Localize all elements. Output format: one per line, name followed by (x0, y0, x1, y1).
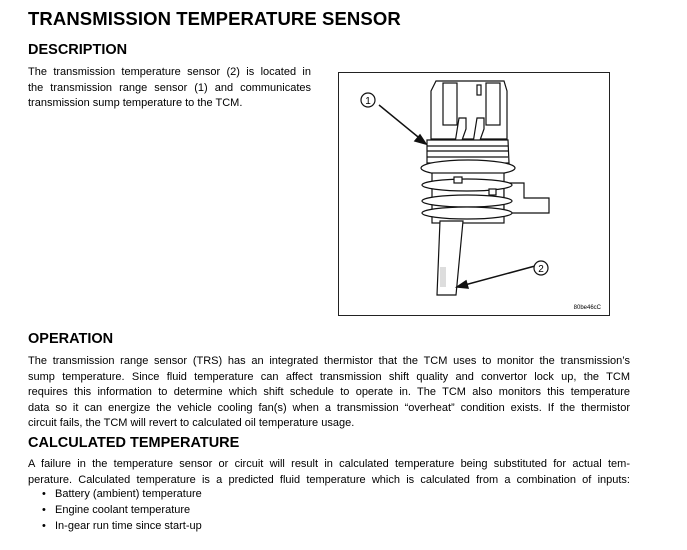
callout-2-circle (533, 260, 549, 276)
operation-line: sump temperature. Since fluid temperatur… (28, 370, 630, 383)
operation-text: The transmission range sensor (TRS) has … (28, 354, 630, 432)
description-line: the transmission range sensor (1) and co… (28, 81, 311, 94)
page-title: TRANSMISSION TEMPERATURE SENSOR (28, 8, 401, 29)
callout-2: 2 (538, 264, 544, 275)
list-item: Engine coolant temperature (42, 502, 202, 518)
list-item: In-gear run time since start-up (42, 518, 202, 534)
operation-line: requires this information to determine w… (28, 386, 630, 398)
operation-line: The transmission range sensor (TRS) has … (28, 355, 630, 367)
operation-line: data so it can energize the vehicle cool… (28, 401, 630, 414)
list-item: Battery (ambient) temperature (42, 486, 202, 502)
description-line: The transmission temperature sensor (2) … (28, 66, 311, 78)
sensor-illustration: 1 2 80be46cC (360, 80, 602, 311)
description-line: transmission sump temperature to the TCM… (28, 97, 243, 109)
callout-1: 1 (365, 96, 371, 107)
description-heading: DESCRIPTION (28, 42, 128, 58)
calculated-temperature-text: A failure in the temperature sensor or c… (28, 457, 630, 488)
calculated-line: perature. Calculated temperature is a pr… (28, 473, 630, 486)
calculated-temperature-heading: CALCULATED TEMPERATURE (28, 435, 240, 451)
sensor-figure: 1 2 80be46cC (338, 72, 610, 316)
calculated-line: A failure in the temperature sensor or c… (28, 458, 630, 470)
callout-1-circle (360, 92, 376, 108)
description-text: The transmission temperature sensor (2) … (28, 65, 311, 112)
figure-id: 80be46cC (574, 305, 602, 311)
operation-line: circuit fails, the TCM will revert to ca… (28, 417, 355, 429)
operation-heading: OPERATION (28, 331, 114, 347)
inputs-list: Battery (ambient) temperature Engine coo… (42, 486, 202, 534)
